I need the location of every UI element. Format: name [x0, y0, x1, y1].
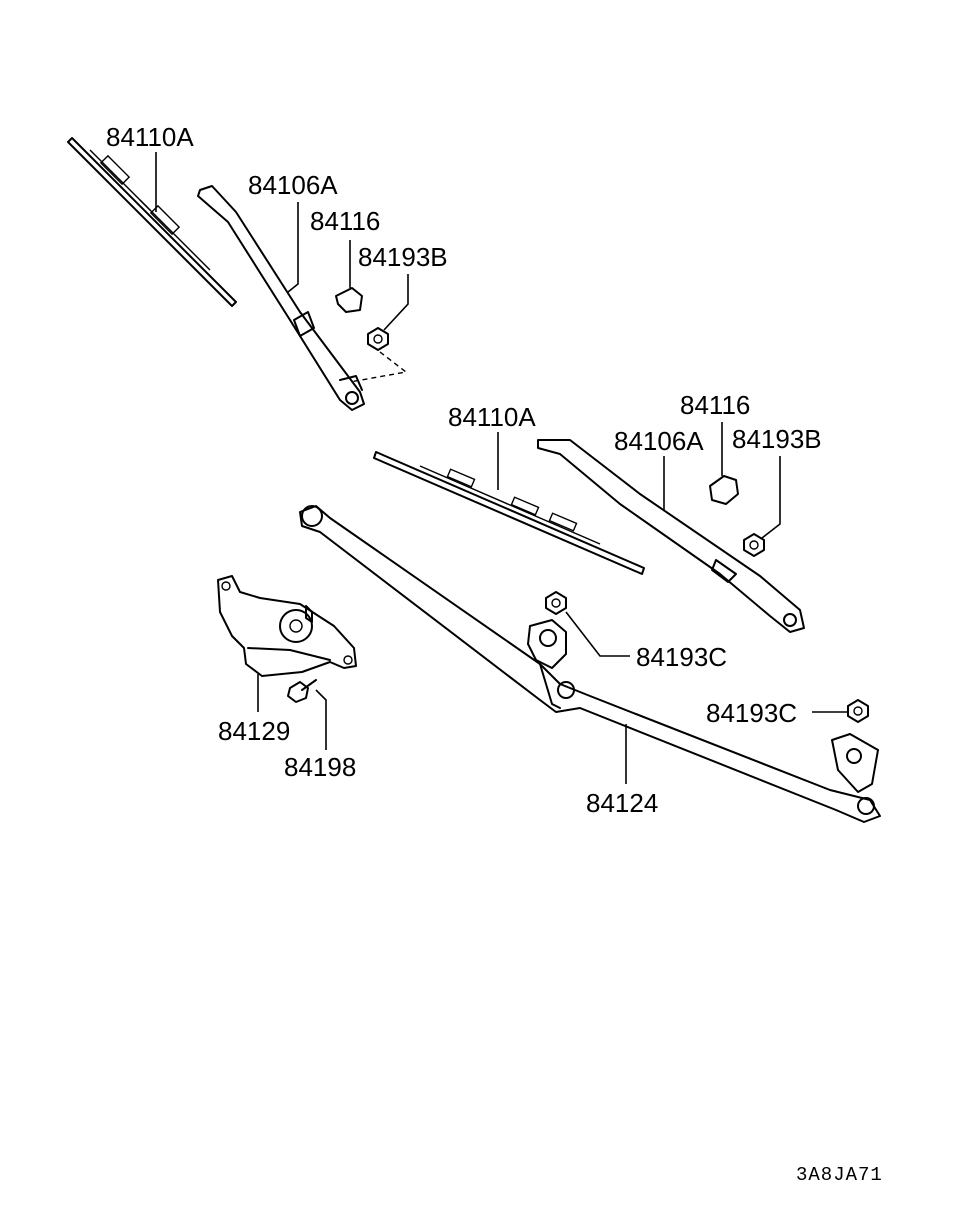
leader-bolt: [315, 689, 327, 750]
callout-bolt: 84198: [284, 752, 356, 782]
left-nut-fit-line: [349, 351, 408, 383]
callout-blade-right: 84110A: [448, 402, 536, 432]
right-arm-cap[interactable]: [709, 475, 739, 505]
callout-cap-left: 84116: [310, 206, 380, 236]
right-wiper-blade[interactable]: [373, 451, 645, 575]
callout-arm-left: 84106A: [248, 170, 338, 200]
callout-pivot-nut-left: 84193C: [636, 642, 727, 672]
right-arm-nut[interactable]: [743, 533, 765, 557]
callout-pivot-nut-right: 84193C: [706, 698, 797, 728]
center-pivot-nut[interactable]: [545, 591, 567, 615]
diagram-code: 3A8JA71: [796, 1164, 883, 1186]
callout-linkage: 84124: [586, 788, 658, 818]
left-arm-nut[interactable]: [367, 327, 389, 351]
leader-arm-left: [287, 202, 299, 293]
right-pivot-nut[interactable]: [847, 699, 869, 723]
callout-motor: 84129: [218, 716, 290, 746]
left-wiper-blade[interactable]: [67, 137, 237, 307]
leader-nut-left: [383, 274, 409, 331]
wiper-linkage[interactable]: [299, 505, 881, 823]
callout-cap-right: 84116: [680, 390, 750, 420]
wiper-motor[interactable]: [217, 575, 357, 677]
callout-nut-left: 84193B: [358, 242, 448, 272]
left-wiper-arm[interactable]: [197, 185, 365, 411]
left-arm-cap[interactable]: [335, 287, 363, 313]
callout-blade-left: 84110A: [106, 122, 194, 152]
callout-nut-right: 84193B: [732, 424, 822, 454]
leader-pivot-nut-left: [565, 611, 630, 657]
leader-nut-right: [761, 456, 781, 539]
motor-bolt[interactable]: [287, 679, 317, 703]
right-wiper-arm[interactable]: [537, 439, 805, 633]
callout-arm-right: 84106A: [614, 426, 704, 456]
